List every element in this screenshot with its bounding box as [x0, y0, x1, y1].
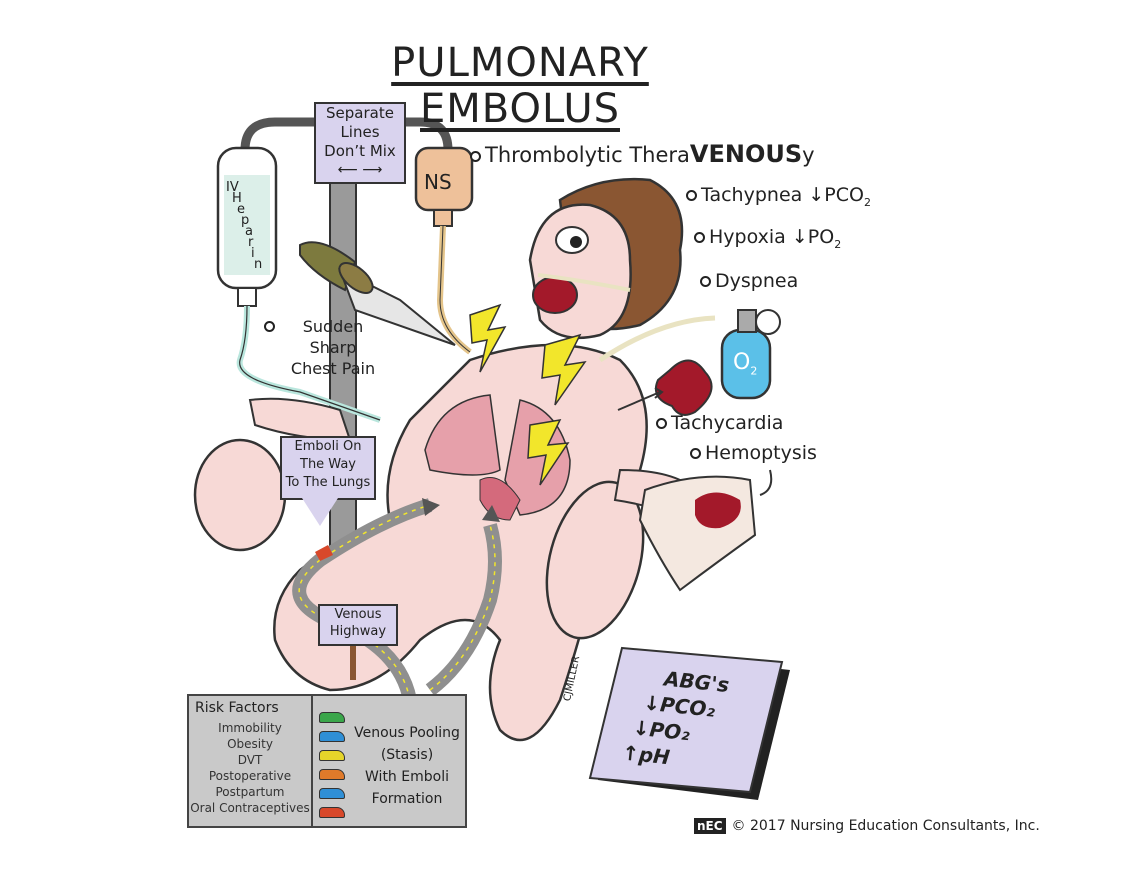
tachycardia-label: Tachycardia [656, 412, 783, 434]
risk-factors-panel: Risk Factors Immobility Obesity DVT Post… [187, 694, 313, 828]
risk-factor-item: Oral Contraceptives [190, 801, 310, 815]
tachycardia-text: Tachycardia [671, 412, 784, 434]
bullet-icon [686, 190, 697, 201]
risk-factors-heading: Risk Factors [195, 700, 279, 716]
copyright-text: © 2017 Nursing Education Consultants, In… [731, 818, 1040, 834]
separate-lines-sign: Separate Lines Don’t Mix ⟵ ⟶ [314, 102, 406, 184]
risk-factor-item: Immobility [218, 721, 282, 735]
risk-factor-item: DVT [237, 753, 263, 767]
abg-panel: ABG's ↓PCO₂ ↓PO₂ ↑pH [617, 661, 757, 778]
heparin-char: p [241, 213, 250, 228]
tachypnea-sub: 2 [863, 195, 871, 209]
car-icons [319, 712, 347, 826]
nec-logo-icon: nEC [694, 818, 726, 834]
risk-factor-item: Postpartum [215, 785, 285, 799]
heparin-label: IV H e p a r i n [226, 180, 266, 272]
car-icon [319, 750, 345, 761]
car-icon [319, 788, 345, 799]
down-arrow-icon [302, 498, 338, 526]
legend-line: (Stasis) [380, 747, 434, 763]
heart-illustration [617, 359, 713, 416]
hemoptysis-label: Hemoptysis [690, 442, 817, 464]
o2-text: O [733, 350, 751, 375]
venous-highway-sign: Venous Highway [318, 604, 398, 646]
bullet-icon [690, 448, 701, 459]
hypoxia-value: ↓PO [791, 226, 835, 248]
double-arrow-icon: ⟵ ⟶ [337, 162, 383, 178]
risk-legend-panel: Venous Pooling (Stasis) With Emboli Form… [311, 694, 467, 828]
tissue-illustration [638, 469, 773, 592]
emboli-line-1: Emboli On [294, 439, 362, 454]
venous-highway-illustration [292, 498, 502, 702]
page-title: PULMONARY EMBOLUS [391, 40, 649, 132]
hypoxia-label: Hypoxia ↓PO2 [694, 226, 841, 251]
sign-line-3: Don’t Mix [324, 142, 396, 160]
dyspnea-label: Dyspnea [700, 270, 798, 292]
bullet-icon [694, 232, 705, 243]
chest-pain-line-2: Sharp [309, 338, 357, 357]
sign-line-2: Lines [340, 123, 380, 141]
therapy-suffix: y [802, 143, 815, 167]
patient-head-illustration [528, 177, 684, 340]
car-icon [319, 807, 345, 818]
o2-label: O2 [733, 350, 757, 377]
therapy-emphasis: VENOUS [689, 140, 803, 168]
car-icon [319, 731, 345, 742]
heparin-char: e [237, 202, 245, 217]
legend-line: Formation [371, 791, 443, 807]
copyright: nEC © 2017 Nursing Education Consultants,… [694, 818, 1040, 834]
car-icon [319, 769, 345, 780]
ns-label: NS [424, 170, 452, 194]
o2-sub: 2 [750, 364, 758, 378]
bullet-icon [700, 276, 711, 287]
hemoptysis-text: Hemoptysis [705, 442, 817, 464]
dyspnea-text: Dyspnea [715, 270, 799, 292]
hypoxia-sub: 2 [834, 237, 842, 251]
o2-tank-illustration [720, 309, 781, 400]
therapy-prefix: Thrombolytic Thera [485, 143, 690, 167]
lightning-bolts-illustration [469, 303, 587, 486]
ns-bag-illustration [414, 146, 474, 355]
knife-illustration [299, 241, 456, 346]
heparin-char: H [232, 191, 242, 206]
bullet-icon [470, 150, 481, 162]
emboli-sign: Emboli On The Way To The Lungs [280, 436, 376, 500]
abg-paper-illustration [588, 646, 790, 800]
legend-line: Venous Pooling [354, 725, 460, 741]
heparin-char: n [254, 257, 263, 272]
chest-pain-label: Sudden Sharp Chest Pain [264, 316, 398, 379]
tachypnea-label: Tachypnea ↓PCO2 [686, 184, 871, 209]
risk-factor-item: Obesity [227, 737, 273, 751]
bullet-icon [264, 321, 275, 332]
chest-pain-line-1: Sudden [302, 317, 364, 336]
heparin-char: i [251, 246, 255, 261]
heparin-char: r [248, 235, 254, 250]
emboli-line-2: The Way [300, 457, 356, 472]
emboli-line-3: To The Lungs [285, 475, 371, 490]
tachypnea-value: ↓PCO [808, 184, 864, 206]
hypoxia-text: Hypoxia [709, 226, 786, 248]
heparin-bag-illustration [216, 146, 381, 423]
bullet-icon [656, 418, 667, 429]
o2-tubing-illustration [598, 315, 716, 363]
risk-legend-text: Venous Pooling (Stasis) With Emboli Form… [351, 722, 463, 810]
chest-pain-line-3: Chest Pain [290, 359, 376, 378]
tachypnea-text: Tachypnea [701, 184, 803, 206]
highway-line-2: Highway [329, 624, 387, 639]
heparin-char: a [245, 224, 253, 239]
legend-line: With Emboli [365, 769, 449, 785]
therapy-label: Thrombolytic TheraVENOUSy [470, 140, 815, 168]
risk-factor-item: Postoperative [208, 769, 292, 783]
sign-line-1: Separate [326, 104, 394, 122]
heparin-char: IV [226, 180, 239, 195]
highway-line-1: Venous [334, 607, 382, 622]
car-icon [319, 712, 345, 723]
